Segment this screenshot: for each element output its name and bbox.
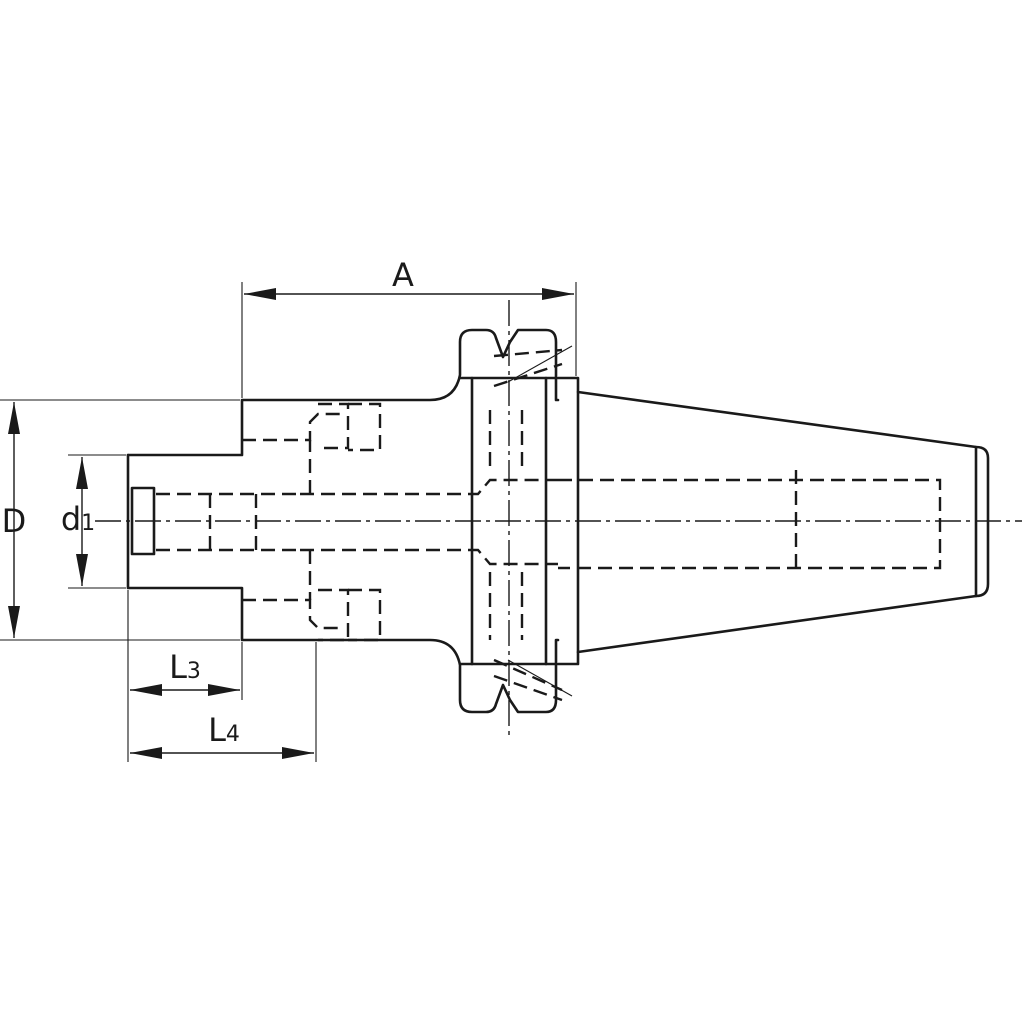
dimension-A-label: A <box>392 256 414 294</box>
adapter-body <box>126 328 560 714</box>
dimension-L4: L4 <box>130 711 314 759</box>
taper-shank <box>556 376 990 666</box>
dimension-L3-main: L <box>169 648 187 686</box>
dimension-L4-main: L <box>208 711 226 749</box>
dimension-L3-label: L3 <box>169 648 201 686</box>
dimension-L3-sub: 3 <box>187 659 201 684</box>
extension-lines <box>0 282 577 762</box>
dimension-L3: L3 <box>130 648 240 696</box>
hidden-bore <box>156 348 942 702</box>
dimension-L4-label: L4 <box>208 711 240 749</box>
dimension-d1-main: d <box>61 500 81 538</box>
dimension-d1: d1 <box>61 457 95 586</box>
dimension-L4-sub: 4 <box>226 722 240 747</box>
dimension-D: D <box>2 402 27 638</box>
dimension-d1-sub: 1 <box>81 511 95 536</box>
dimension-D-label: D <box>2 502 27 540</box>
dimension-d1-label: d1 <box>61 500 95 538</box>
slot-markers <box>507 345 573 697</box>
dimension-A: A <box>244 256 574 300</box>
